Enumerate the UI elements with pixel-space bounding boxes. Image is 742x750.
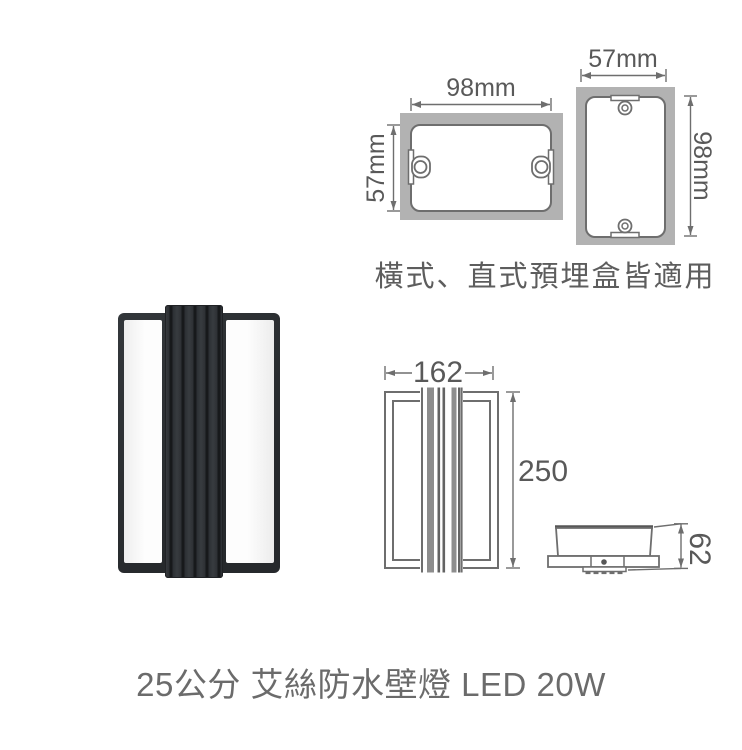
dim-98mm-horizontal — [410, 98, 552, 111]
front-view-center-stripes — [421, 387, 463, 573]
side-view-drawing — [547, 525, 660, 575]
product-diffuser-left — [124, 320, 162, 563]
front-view-drawing — [384, 387, 499, 573]
dim-57mm-vertical — [580, 69, 667, 82]
dim-250-front-height — [506, 391, 520, 569]
dim-label-57mm-vertical: 57mm — [588, 45, 658, 73]
dim-label-98mm-horizontal: 98mm — [446, 74, 516, 102]
dim-162-front-width — [384, 366, 494, 380]
screw-dot-icon — [601, 559, 607, 565]
screw-tab-top-icon — [610, 94, 640, 116]
bracket-teeth-icon — [585, 571, 623, 575]
screw-tab-left-icon — [407, 149, 431, 185]
dim-label-57mm-horizontal: 57mm — [362, 133, 390, 203]
product-center-band — [165, 305, 223, 578]
screw-tab-right-icon — [531, 149, 555, 185]
vertical-embed-box-drawing — [576, 87, 675, 245]
dim-label-62: 62 — [683, 532, 716, 566]
product-diffuser-right — [226, 320, 274, 563]
embed-box-caption: 橫式、直式預埋盒皆適用 — [374, 261, 716, 293]
dim-57mm-horizontal — [387, 124, 400, 212]
dim-62-side-depth — [627, 523, 688, 571]
dim-98mm-vertical — [684, 95, 697, 237]
horizontal-embed-box-drawing — [400, 113, 563, 220]
dim-label-162: 162 — [412, 356, 464, 389]
product-title: 25公分 艾絲防水壁燈 LED 20W — [136, 666, 606, 703]
dim-label-98mm-vertical: 98mm — [688, 131, 716, 201]
screw-tab-bottom-icon — [610, 218, 640, 239]
dim-label-250: 250 — [518, 455, 569, 488]
